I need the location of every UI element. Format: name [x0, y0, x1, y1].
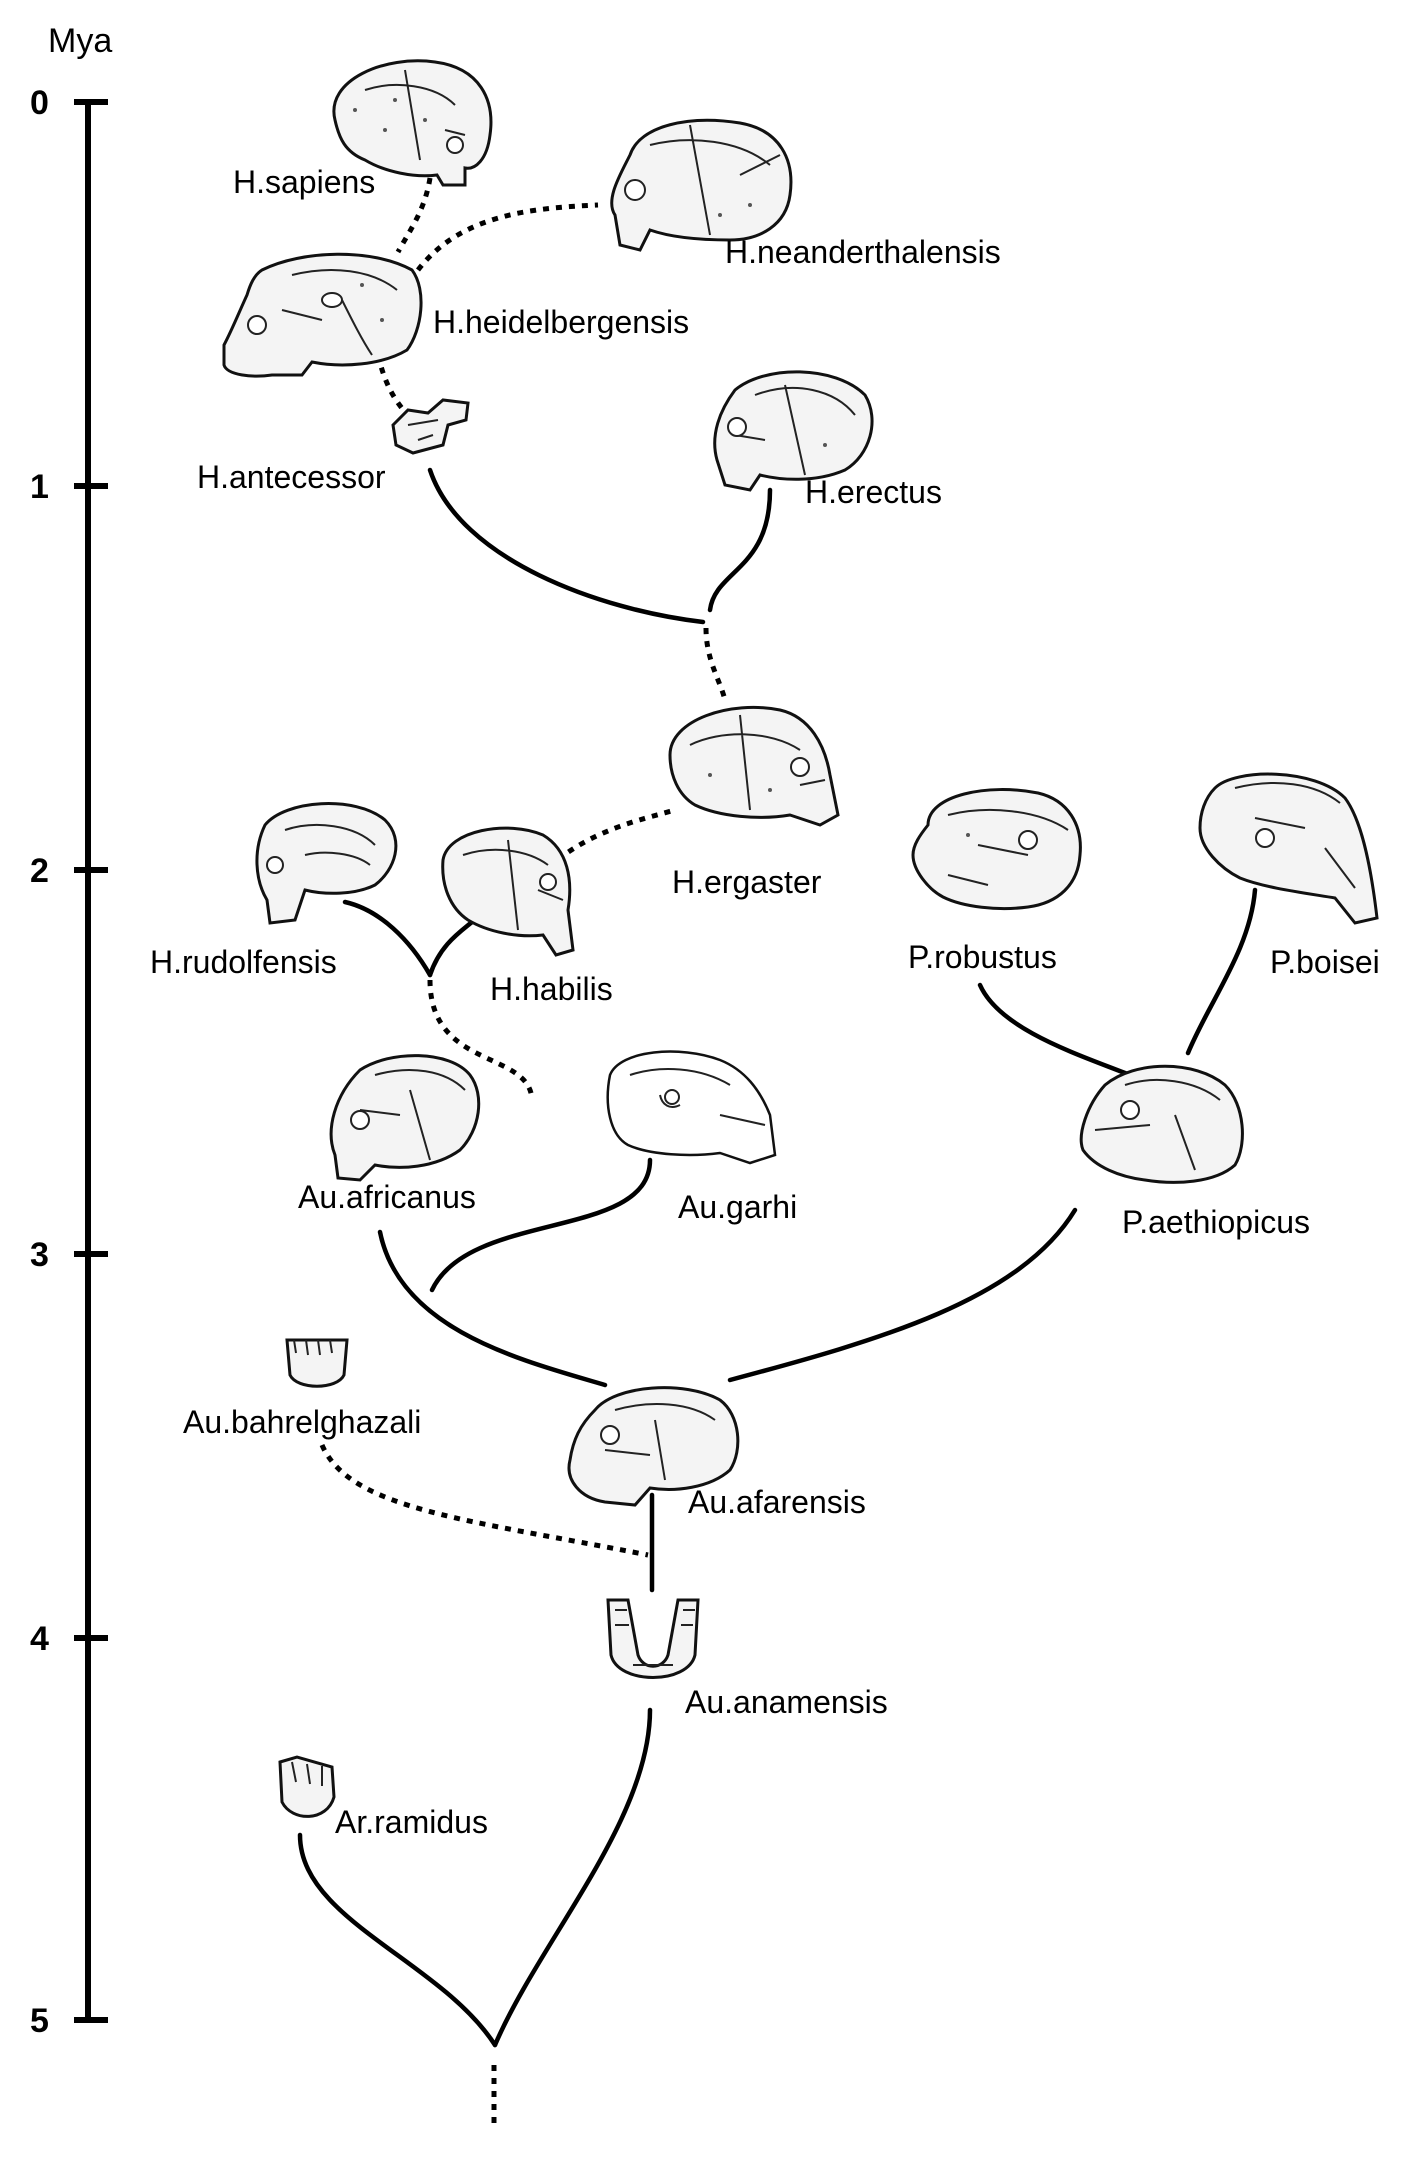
label-au-anamensis: Au.anamensis	[685, 1684, 888, 1720]
label-ar-ramidus: Ar.ramidus	[335, 1804, 488, 1840]
label-h-neanderthalensis: H.neanderthalensis	[725, 234, 1001, 270]
solid-lineages	[297, 467, 1258, 2048]
axis-tick-label-3: 3	[30, 1236, 49, 1274]
dotted-sapiens-heidelbergensis	[395, 177, 433, 254]
line-habilis	[427, 919, 475, 978]
h-habilis-skull-icon	[441, 826, 575, 957]
label-au-bahrelghazali: Au.bahrelghazali	[183, 1404, 421, 1440]
h-neanderthalensis-skull-icon	[610, 118, 793, 252]
h-heidelbergensis-skull-icon	[222, 252, 423, 378]
au-anamensis-skull-icon	[606, 1598, 700, 1679]
line-rudolfensis	[342, 899, 433, 978]
au-afarensis-skull-icon	[567, 1386, 740, 1507]
h-erectus-skull-icon	[713, 370, 874, 492]
h-antecessor-skull-icon	[391, 398, 470, 455]
dotted-heidelbergensis-antecessor	[375, 354, 407, 414]
dotted-heidelbergensis-neanderthalensis	[416, 202, 599, 272]
line-anamensis-root	[492, 1707, 653, 2048]
label-h-rudolfensis: H.rudolfensis	[150, 944, 337, 980]
line-antecessor	[427, 467, 706, 625]
h-sapiens-skull-icon	[332, 59, 493, 187]
p-aethiopicus-skull-icon	[1079, 1064, 1244, 1184]
axis-tick-label-2: 2	[30, 852, 49, 890]
label-h-heidelbergensis: H.heidelbergensis	[433, 304, 689, 340]
dotted-habilis-ergaster	[546, 807, 676, 870]
line-robustus	[977, 982, 1133, 1078]
time-axis: Mya 0 1 2 3 4 5	[30, 22, 112, 2040]
axis-unit-label: Mya	[48, 22, 112, 60]
line-garhi-branch	[429, 1157, 653, 1293]
line-africanus-afarensis	[377, 1229, 608, 1388]
line-boisei	[1185, 887, 1258, 1056]
p-boisei-skull-icon	[1198, 772, 1379, 925]
dotted-erectus-ergaster	[703, 627, 728, 701]
label-h-antecessor: H.antecessor	[197, 459, 386, 495]
axis-tick-label-4: 4	[30, 1620, 49, 1658]
label-p-robustus: P.robustus	[908, 939, 1057, 975]
label-h-habilis: H.habilis	[490, 971, 613, 1007]
label-p-aethiopicus: P.aethiopicus	[1122, 1204, 1310, 1240]
au-bahrelghazali-skull-icon	[285, 1338, 349, 1388]
line-ramidus-root	[297, 1832, 498, 2048]
line-afarensis-aethiopicus	[727, 1207, 1078, 1383]
axis-tick-label-5: 5	[30, 2002, 49, 2040]
h-ergaster-skull-icon	[668, 705, 840, 827]
label-p-boisei: P.boisei	[1270, 944, 1380, 980]
dotted-habilis-africanus	[427, 979, 535, 1101]
axis-tick-label-1: 1	[30, 468, 49, 506]
label-h-erectus: H.erectus	[805, 474, 942, 510]
au-garhi-skull-icon	[606, 1050, 777, 1165]
label-au-africanus: Au.africanus	[298, 1179, 476, 1215]
label-au-afarensis: Au.afarensis	[688, 1484, 866, 1520]
ar-ramidus-skull-icon	[278, 1755, 336, 1818]
au-africanus-skull-icon	[329, 1054, 481, 1182]
label-h-sapiens: H.sapiens	[233, 164, 375, 200]
label-au-garhi: Au.garhi	[678, 1189, 797, 1225]
line-erectus	[707, 487, 773, 613]
dotted-lineages	[319, 177, 728, 2130]
label-h-ergaster: H.ergaster	[672, 864, 822, 900]
p-robustus-skull-icon	[911, 788, 1082, 910]
axis-tick-label-0: 0	[30, 84, 49, 122]
taxon-labels: H.sapiens H.neanderthalensis H.heidelber…	[150, 164, 1380, 1840]
h-rudolfensis-skull-icon	[255, 802, 398, 925]
dotted-bahrelghazali	[319, 1444, 649, 1558]
